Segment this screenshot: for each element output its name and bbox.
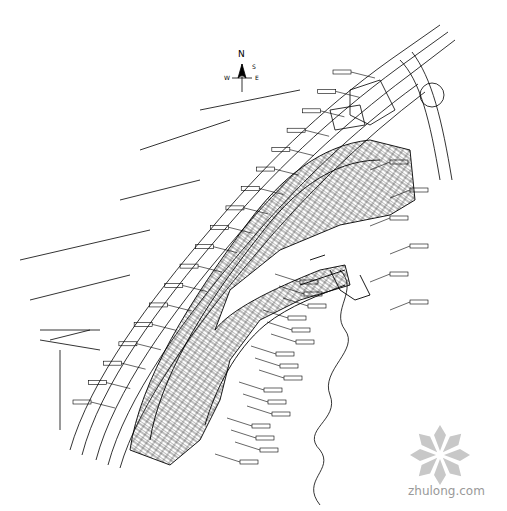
north-arrow — [232, 64, 252, 92]
callout-tag — [333, 70, 351, 74]
callout-tag — [318, 89, 336, 93]
callout-tag — [305, 130, 329, 136]
callout-tag — [264, 388, 282, 392]
callout-tag — [292, 328, 310, 332]
callout-tag — [370, 218, 390, 226]
callout-tag — [308, 304, 326, 308]
callout-tag — [226, 206, 244, 210]
callout-tag — [73, 400, 91, 404]
callout-tag — [302, 109, 320, 113]
callout-tag — [272, 148, 290, 152]
callout-tag — [390, 216, 408, 220]
callout-tag — [276, 352, 294, 356]
callout-tag — [370, 162, 390, 170]
callout-tag — [260, 448, 278, 452]
callout-tag — [275, 169, 299, 175]
callout-tag — [235, 442, 260, 450]
development — [130, 140, 415, 465]
callout-tag — [263, 310, 288, 318]
callout-tag — [390, 246, 410, 254]
callout-tag — [229, 227, 253, 233]
callout-tag — [251, 346, 276, 354]
compass-letter: W — [224, 75, 230, 81]
callout-tag — [268, 400, 286, 404]
callout-tag — [104, 361, 122, 365]
callout-tag — [304, 292, 322, 296]
callout-tag — [280, 364, 298, 368]
callout-tag — [271, 334, 296, 342]
compass-letter: N — [238, 50, 245, 59]
callout-tag — [296, 340, 314, 344]
callouts — [73, 70, 428, 464]
callout-tag — [91, 402, 115, 408]
callout-tag — [410, 244, 428, 248]
callout-tag — [259, 188, 283, 194]
callout-tag — [244, 208, 268, 214]
callout-tag — [390, 190, 410, 198]
watermark-logo — [410, 425, 470, 485]
callout-tag — [183, 286, 207, 292]
callout-tag — [137, 344, 161, 350]
callout-tag — [152, 324, 176, 330]
callout-tag — [390, 272, 408, 276]
callout-tag — [119, 342, 137, 346]
watermark: zhulong.com — [408, 485, 485, 497]
callout-tag — [336, 91, 360, 97]
callout-tag — [351, 72, 375, 78]
callout-tag — [165, 284, 183, 288]
callout-tag — [149, 303, 167, 307]
callout-tag — [88, 381, 106, 385]
callout-tag — [300, 280, 318, 284]
callout-tag — [256, 436, 274, 440]
callout-tag — [275, 274, 300, 282]
roads — [20, 25, 455, 468]
callout-tag — [134, 322, 152, 326]
callout-tag — [227, 418, 252, 426]
callout-tag — [239, 382, 264, 390]
callout-tag — [267, 322, 292, 330]
callout-tag — [410, 300, 428, 304]
callout-tag — [284, 376, 302, 380]
callout-tag — [287, 128, 305, 132]
callout-tag — [198, 266, 222, 272]
compass-letter: S — [252, 64, 256, 70]
callout-tag — [211, 225, 229, 229]
callout-tag — [370, 274, 390, 282]
callout-tag — [283, 298, 308, 306]
callout-tag — [213, 247, 237, 253]
callout-tag — [410, 188, 428, 192]
callout-tag — [241, 186, 259, 190]
callout-tag — [257, 167, 275, 171]
callout-tag — [390, 160, 408, 164]
callout-tag — [122, 363, 146, 369]
callout-tag — [390, 302, 410, 310]
callout-tag — [180, 264, 198, 268]
callout-tag — [320, 111, 344, 117]
callout-tag — [240, 460, 258, 464]
callout-tag — [243, 394, 268, 402]
compass-letter: E — [255, 75, 259, 81]
shoreline — [314, 270, 349, 505]
callout-tag — [290, 150, 314, 156]
callout-tag — [231, 430, 256, 438]
callout-tag — [167, 305, 191, 311]
callout-tag — [288, 316, 306, 320]
callout-tag — [252, 424, 270, 428]
callout-tag — [195, 245, 213, 249]
callout-tag — [272, 412, 290, 416]
callout-tag — [247, 406, 272, 414]
callout-tag — [279, 286, 304, 294]
callout-tag — [255, 358, 280, 366]
callout-tag — [259, 370, 284, 378]
callout-tag — [106, 383, 130, 389]
callout-tag — [215, 454, 240, 462]
